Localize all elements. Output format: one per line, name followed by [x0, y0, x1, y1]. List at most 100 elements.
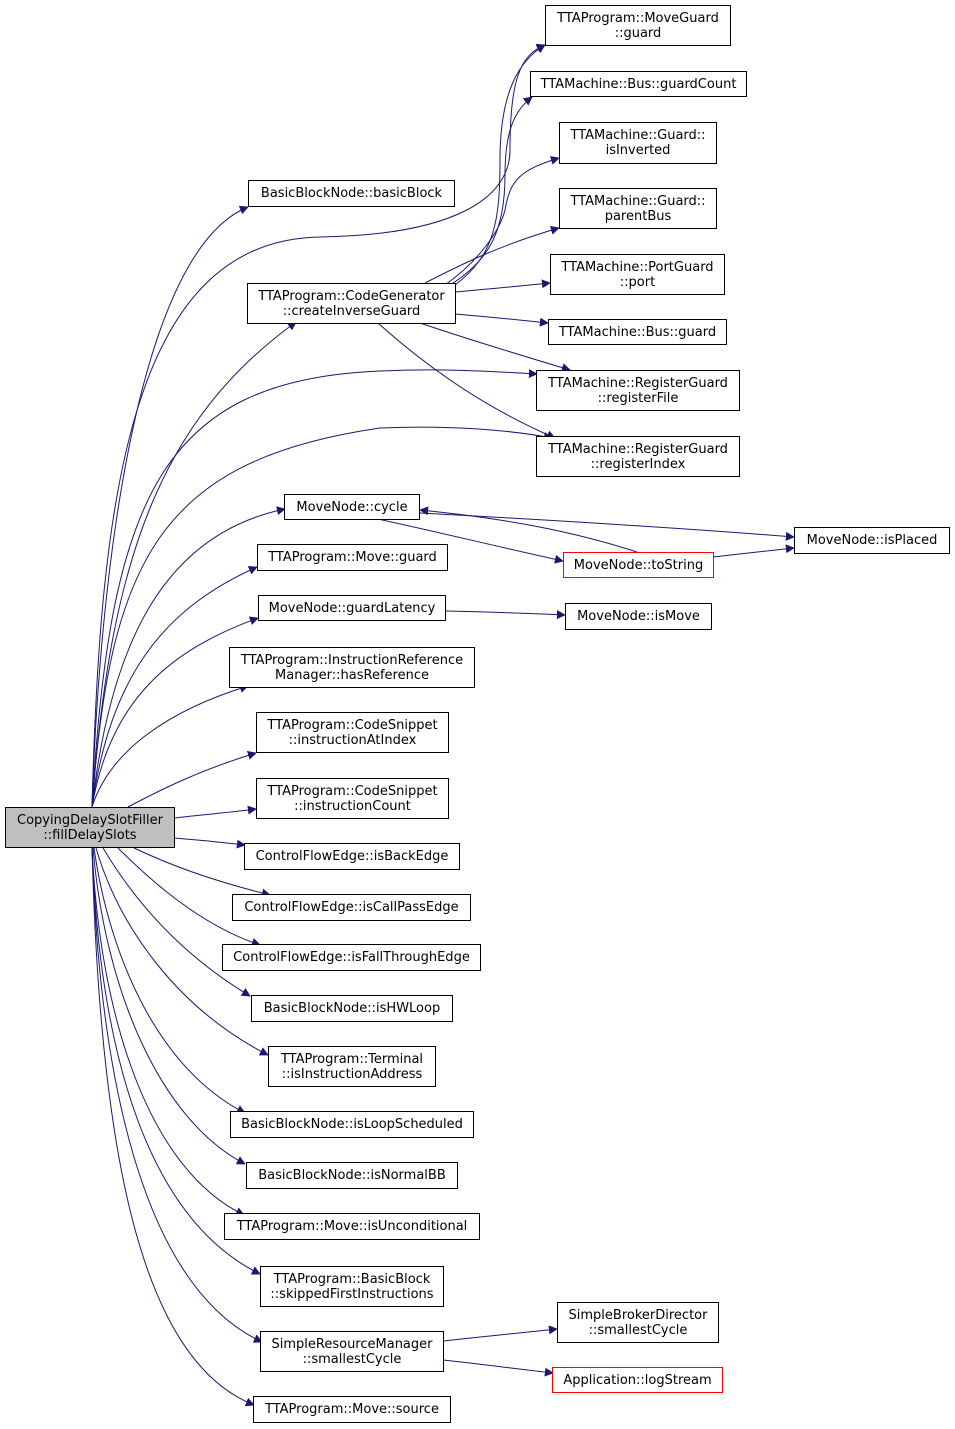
edge-codegen-busguard: [454, 313, 549, 327]
node-label-line: SimpleResourceManager: [271, 1336, 433, 1352]
edge-root-moveguard: [91, 43, 546, 808]
edge-root-guardlatency: [91, 616, 259, 808]
node-instructionreferencemanager-hasreference[interactable]: TTAProgram::InstructionReference Manager…: [229, 647, 475, 688]
edge-root-isfallthrough: [117, 847, 261, 947]
edge-cycle-tostring: [372, 517, 564, 564]
edge-codegen-isinverted: [444, 156, 560, 286]
node-controlflowedge-iscallpassedge[interactable]: ControlFlowEdge::isCallPassEdge: [232, 894, 471, 921]
node-basicblocknode-basicblock[interactable]: BasicBlockNode::basicBlock: [248, 180, 455, 207]
node-bus-guard[interactable]: TTAMachine::Bus::guard: [548, 319, 727, 345]
edge-guardlatency-ismove: [445, 610, 566, 620]
node-label-line: ControlFlowEdge::isFallThroughEdge: [233, 950, 470, 965]
node-label-line: TTAProgram::Move::guard: [268, 550, 437, 565]
edge-root-source: [91, 847, 255, 1407]
node-movenode-ismove[interactable]: MoveNode::isMove: [565, 603, 712, 630]
node-label-line: TTAProgram::Move::source: [265, 1402, 439, 1417]
node-label-line: ::skippedFirstInstructions: [270, 1286, 434, 1302]
node-label-line: ::fillDelaySlots: [43, 827, 137, 843]
node-label-line: BasicBlockNode::basicBlock: [260, 186, 443, 201]
node-label-line: TTAMachine::RegisterGuard: [548, 441, 728, 457]
node-label-line: ::guard: [614, 25, 662, 41]
node-label-line: MoveNode::toString: [573, 557, 704, 573]
edge-root-instrcount: [173, 805, 257, 819]
node-movenode-guardlatency[interactable]: MoveNode::guardLatency: [258, 595, 446, 621]
edge-root-regfile: [91, 369, 538, 808]
node-label-line: CopyingDelaySlotFiller: [17, 812, 163, 828]
node-bus-guardcount[interactable]: TTAMachine::Bus::guardCount: [530, 71, 747, 97]
edge-root-hasref: [91, 684, 249, 808]
edge-srm-logstream: [442, 1359, 554, 1377]
edge-root-isinstraddr: [95, 847, 269, 1056]
edge-codegen-guardcount: [449, 96, 533, 286]
node-label-line: ::instructionCount: [294, 798, 411, 814]
node-label-line: TTAProgram::CodeGenerator: [258, 288, 445, 304]
node-movenode-cycle[interactable]: MoveNode::cycle: [284, 494, 420, 520]
node-label-line: TTAProgram::MoveGuard: [557, 10, 719, 26]
node-registerguard-registerfile[interactable]: TTAMachine::RegisterGuard ::registerFile: [536, 370, 740, 411]
edge-root-ishwloop: [102, 847, 251, 997]
node-codesnippet-instructioncount[interactable]: TTAProgram::CodeSnippet ::instructionCou…: [256, 778, 449, 819]
edge-codegen-port: [454, 279, 551, 293]
node-label-line: TTAProgram::Move::isUnconditional: [236, 1219, 468, 1234]
node-label-line: ::registerFile: [597, 390, 679, 406]
node-codegenerator-createinverseguard[interactable]: TTAProgram::CodeGenerator ::createInvers…: [247, 283, 456, 324]
node-label-line: TTAMachine::Guard::: [570, 128, 706, 143]
edge-root-isnormalbb: [92, 847, 246, 1165]
node-label-line: SimpleBrokerDirector: [568, 1307, 708, 1323]
node-application-logstream[interactable]: Application::logStream: [552, 1367, 723, 1393]
edge-codegen-regfile: [419, 322, 571, 372]
node-terminal-isinstructionaddress[interactable]: TTAProgram::Terminal ::isInstructionAddr…: [268, 1046, 436, 1087]
node-label-line: ControlFlowEdge::isCallPassEdge: [244, 900, 459, 915]
node-label-line: BasicBlockNode::isLoopScheduled: [241, 1117, 463, 1132]
node-moveguard-guard[interactable]: TTAProgram::MoveGuard ::guard: [545, 5, 731, 46]
node-label-line: Manager::hasReference: [275, 667, 429, 683]
edge-codegen-moveguard: [454, 44, 546, 286]
edge-srm-sbd: [442, 1325, 558, 1342]
node-label-line: TTAProgram::CodeSnippet: [267, 783, 438, 799]
edge-codegen-parentbus: [424, 225, 560, 284]
node-copyingdelayslotfiller-filldelayslots[interactable]: CopyingDelaySlotFiller ::fillDelaySlots: [5, 807, 175, 848]
node-basicblocknode-ishwloop[interactable]: BasicBlockNode::isHWLoop: [251, 995, 453, 1022]
node-basicblock-skippedfirstinstructions[interactable]: TTAProgram::BasicBlock ::skippedFirstIns…: [260, 1266, 444, 1307]
node-simpleresourcemanager-smallestcycle[interactable]: SimpleResourceManager ::smallestCycle: [260, 1331, 444, 1372]
node-label-line: isInverted: [605, 143, 671, 158]
node-label-line: ::instructionAtIndex: [288, 732, 417, 748]
edge-root-srm: [91, 847, 263, 1343]
node-portguard-port[interactable]: TTAMachine::PortGuard ::port: [550, 254, 725, 295]
node-move-source[interactable]: TTAProgram::Move::source: [253, 1396, 451, 1423]
node-label-line: ::smallestCycle: [302, 1351, 402, 1367]
node-label-line: Application::logStream: [563, 1372, 712, 1388]
node-simplebrokerdirector-smallestcycle[interactable]: SimpleBrokerDirector ::smallestCycle: [557, 1302, 719, 1343]
node-label-line: ::smallestCycle: [588, 1322, 688, 1338]
node-controlflowedge-isbackedge[interactable]: ControlFlowEdge::isBackEdge: [244, 843, 460, 870]
node-label-line: MoveNode::isMove: [577, 609, 700, 624]
node-label-line: MoveNode::cycle: [296, 499, 408, 515]
edge-root-skipped: [91, 847, 261, 1275]
node-label-line: TTAProgram::BasicBlock: [273, 1271, 431, 1287]
node-label-line: BasicBlockNode::isHWLoop: [263, 1001, 441, 1016]
edge-root-regindex: [91, 426, 553, 808]
node-movenode-tostring[interactable]: MoveNode::toString: [563, 552, 714, 578]
node-move-guard[interactable]: TTAProgram::Move::guard: [257, 544, 448, 571]
node-move-isunconditional[interactable]: TTAProgram::Move::isUnconditional: [224, 1213, 480, 1240]
node-codesnippet-instructionatindex[interactable]: TTAProgram::CodeSnippet ::instructionAtI…: [256, 712, 449, 753]
node-label-line: TTAMachine::PortGuard: [561, 259, 714, 275]
node-guard-isinverted[interactable]: TTAMachine::Guard:: isInverted: [559, 122, 717, 164]
node-controlflowedge-isfallthroughedge[interactable]: ControlFlowEdge::isFallThroughEdge: [222, 944, 481, 971]
edge-tostring-cycle: [419, 506, 641, 554]
node-label-line: TTAProgram::Terminal: [280, 1051, 424, 1067]
node-guard-parentbus[interactable]: TTAMachine::Guard:: parentBus: [559, 188, 717, 229]
edge-root-instratindex: [127, 751, 257, 808]
node-label-line: TTAMachine::Guard::: [570, 193, 706, 209]
node-label-line: ::isInstructionAddress: [281, 1066, 423, 1082]
node-label-line: BasicBlockNode::isNormalBB: [258, 1168, 446, 1183]
node-movenode-isplaced[interactable]: MoveNode::isPlaced: [794, 527, 950, 554]
node-registerguard-registerindex[interactable]: TTAMachine::RegisterGuard ::registerInde…: [536, 436, 740, 477]
edge-root-isloopsched: [93, 847, 246, 1114]
edge-root-moveguard2: [91, 566, 258, 808]
node-basicblocknode-isnormalbb[interactable]: BasicBlockNode::isNormalBB: [246, 1162, 458, 1189]
node-basicblocknode-isloopscheduled[interactable]: BasicBlockNode::isLoopScheduled: [230, 1111, 474, 1138]
edge-root-codegen: [91, 321, 297, 808]
